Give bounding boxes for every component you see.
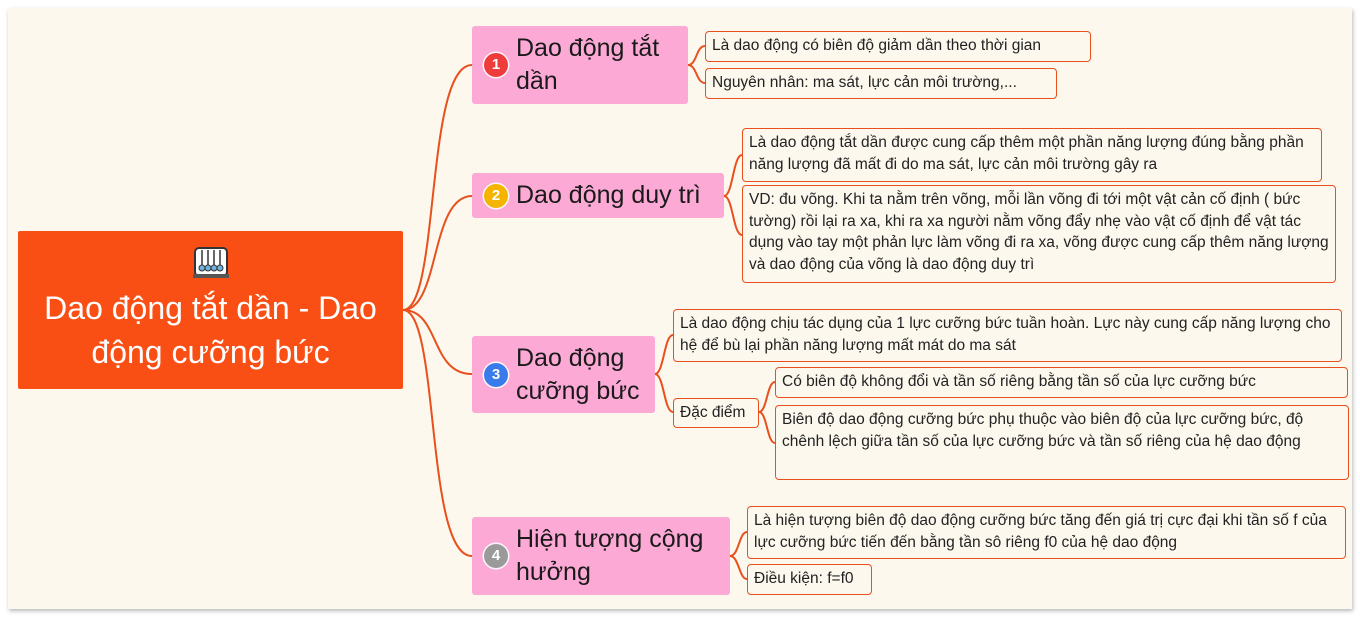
- branch-2-label: Dao động duy trì: [516, 181, 701, 209]
- leaf-b4-2[interactable]: Điều kiện: f=f0: [747, 564, 872, 595]
- leaf-sub-2[interactable]: Biên độ dao động cưỡng bức phụ thuộc vào…: [775, 405, 1349, 480]
- branch-1-label: Dao động tắt dần: [516, 34, 660, 95]
- number-badge-3: 3: [484, 362, 508, 387]
- pendulum-cradle-icon: [192, 247, 229, 278]
- leaf-b2-2[interactable]: VD: đu võng. Khi ta nằm trên võng, mỗi l…: [742, 185, 1336, 283]
- number-badge-2: 2: [484, 183, 508, 208]
- branch-4[interactable]: 4 Hiện tượng cộng hưởng: [472, 517, 730, 595]
- branch-3[interactable]: 3 Dao động cưỡng bức: [472, 336, 655, 413]
- central-topic[interactable]: Dao động tắt dần - Dao động cưỡng bức: [18, 231, 403, 389]
- leaf-sub-1[interactable]: Có biên độ không đổi và tần số riêng bằn…: [775, 367, 1348, 398]
- leaf-b4-1[interactable]: Là hiện tượng biên độ dao động cưỡng bức…: [747, 506, 1346, 559]
- number-badge-4: 4: [484, 544, 508, 568]
- number-badge-1: 1: [484, 53, 508, 77]
- branch-2[interactable]: 2 Dao động duy trì: [472, 173, 724, 218]
- branch-3-label: Dao động cưỡng bức: [516, 343, 640, 405]
- branch-1[interactable]: 1 Dao động tắt dần: [472, 26, 688, 104]
- leaf-b3-sub-label[interactable]: Đặc điểm: [673, 398, 759, 428]
- branch-4-label: Hiện tượng cộng hưởng: [516, 525, 704, 586]
- leaf-b1-1[interactable]: Là dao động có biên độ giảm dần theo thờ…: [705, 31, 1091, 62]
- leaf-b2-1[interactable]: Là dao động tắt dần được cung cấp thêm m…: [742, 128, 1322, 182]
- central-title: Dao động tắt dần - Dao động cưỡng bức: [44, 290, 377, 370]
- leaf-b3-1[interactable]: Là dao động chịu tác dụng của 1 lực cưỡn…: [673, 309, 1342, 362]
- leaf-b1-2[interactable]: Nguyên nhân: ma sát, lực cản môi trường,…: [705, 68, 1057, 99]
